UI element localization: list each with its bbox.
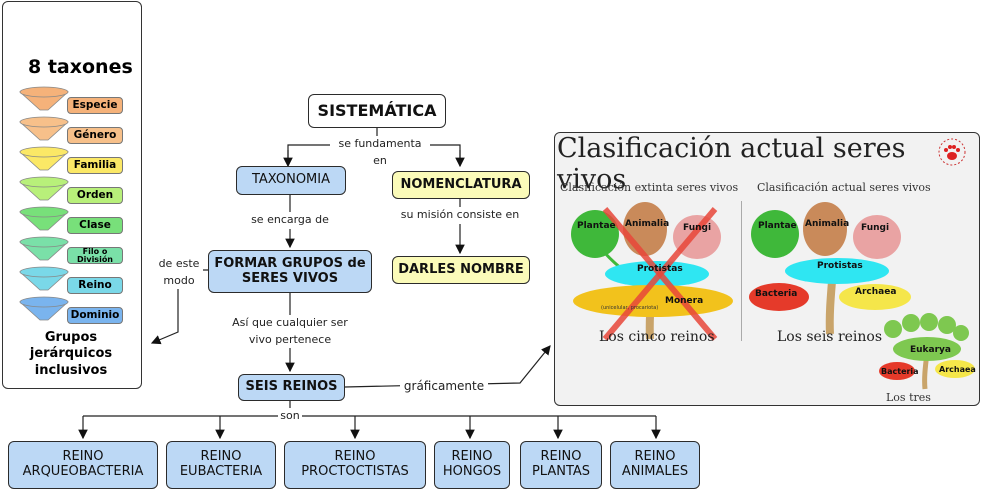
node-seis-reinos[interactable]: SEIS REINOS <box>238 374 345 401</box>
six-archaea-label: Archaea <box>855 287 897 297</box>
taxa-caption: Grupos jerárquicos inclusivos <box>29 330 113 378</box>
taxa-level-clase: Clase <box>67 217 123 234</box>
five-kingdoms-caption: Los cinco reinos <box>599 329 715 345</box>
taxa-level-filo-o-divisi-n: Filo o División <box>67 247 123 264</box>
taxa-level-orden: Orden <box>67 187 123 204</box>
five-plantae-label: Plantae <box>577 221 616 231</box>
node-reino-animales[interactable]: REINO ANIMALES <box>610 441 700 489</box>
link-label-se-fundamenta: se fundamenta en <box>330 136 430 169</box>
node-reino-arqueobacteria[interactable]: REINO ARQUEOBACTERIA <box>8 441 158 489</box>
link-label-son: son <box>278 408 302 425</box>
taxa-level-especie: Especie <box>67 97 123 114</box>
node-darles-nombre[interactable]: DARLES NOMBRE <box>392 256 530 284</box>
domain-archaea-label: Archaea <box>939 365 976 374</box>
five-monera-sublabel: (unicelular, procariota) <box>601 305 659 311</box>
node-nomenclatura[interactable]: NOMENCLATURA <box>392 171 530 199</box>
link-label-de-este-modo: de este modo <box>155 256 203 289</box>
link-label-asi-que: Así que cualquier ser vivo pertenece <box>220 315 360 348</box>
taxa-funnel-1 <box>19 86 69 111</box>
three-domains-caption: Los tres dominios <box>886 391 936 405</box>
classification-image[interactable]: Clasificación actual seres vivos Clasifi… <box>554 132 980 406</box>
node-reino-eubacteria[interactable]: REINO EUBACTERIA <box>166 441 276 489</box>
taxa-funnel-7 <box>19 266 69 291</box>
five-monera-label: Monera <box>665 296 704 306</box>
taxa-title: 8 taxones <box>28 56 133 78</box>
domain-bacteria-label: Bacteria <box>881 367 919 376</box>
five-protistas-label: Protistas <box>637 264 683 274</box>
six-bacteria-label: Bacteria <box>755 289 798 299</box>
node-reino-proctoctistas[interactable]: REINO PROCTOCTISTAS <box>284 441 426 489</box>
node-sistematica[interactable]: SISTEMÁTICA <box>308 94 446 128</box>
link-label-su-mision: su misión consiste en <box>400 207 520 224</box>
taxa-level-dominio: Dominio <box>67 307 123 324</box>
taxa-funnel-6 <box>19 236 69 261</box>
link-label-se-encarga: se encarga de <box>250 212 330 229</box>
domain-eukarya-label: Eukarya <box>910 345 951 355</box>
left-subtitle: Clasificación extinta seres vivos <box>560 181 739 194</box>
taxa-level-familia: Familia <box>67 157 123 174</box>
taxa-level-g-nero: Género <box>67 127 123 144</box>
taxa-funnel-graphic <box>19 86 69 321</box>
node-taxonomia[interactable]: TAXONOMIA <box>236 166 346 195</box>
panel-divider <box>741 201 742 341</box>
six-kingdoms-caption: Los seis reinos <box>777 329 883 345</box>
six-kingdoms-tree <box>749 202 911 335</box>
five-kingdoms-tree <box>571 202 733 341</box>
node-reino-plantas[interactable]: REINO PLANTAS <box>520 441 602 489</box>
taxa-level-reino: Reino <box>67 277 123 294</box>
taxa-funnel-2 <box>19 116 69 141</box>
six-protistas-label: Protistas <box>817 261 863 271</box>
node-formar-grupos[interactable]: FORMAR GRUPOS de SERES VIVOS <box>208 250 372 293</box>
taxa-funnel-3 <box>19 146 69 171</box>
link-label-graficamente: gráficamente <box>400 377 488 395</box>
classification-title: Clasificación actual seres vivos <box>557 133 906 195</box>
six-animalia-label: Animalia <box>805 219 850 229</box>
paw-logo-icon <box>938 138 966 166</box>
three-domains-tree <box>879 313 975 390</box>
right-subtitle: Clasificación actual seres vivos <box>757 181 931 194</box>
taxa-funnel-8 <box>19 296 69 321</box>
node-reino-hongos[interactable]: REINO HONGOS <box>434 441 510 489</box>
taxa-funnel-5 <box>19 206 69 231</box>
five-animalia-label: Animalia <box>625 219 670 229</box>
six-fungi-label: Fungi <box>861 223 890 233</box>
six-plantae-label: Plantae <box>758 221 797 231</box>
five-fungi-label: Fungi <box>683 223 712 233</box>
taxa-funnel-4 <box>19 176 69 201</box>
